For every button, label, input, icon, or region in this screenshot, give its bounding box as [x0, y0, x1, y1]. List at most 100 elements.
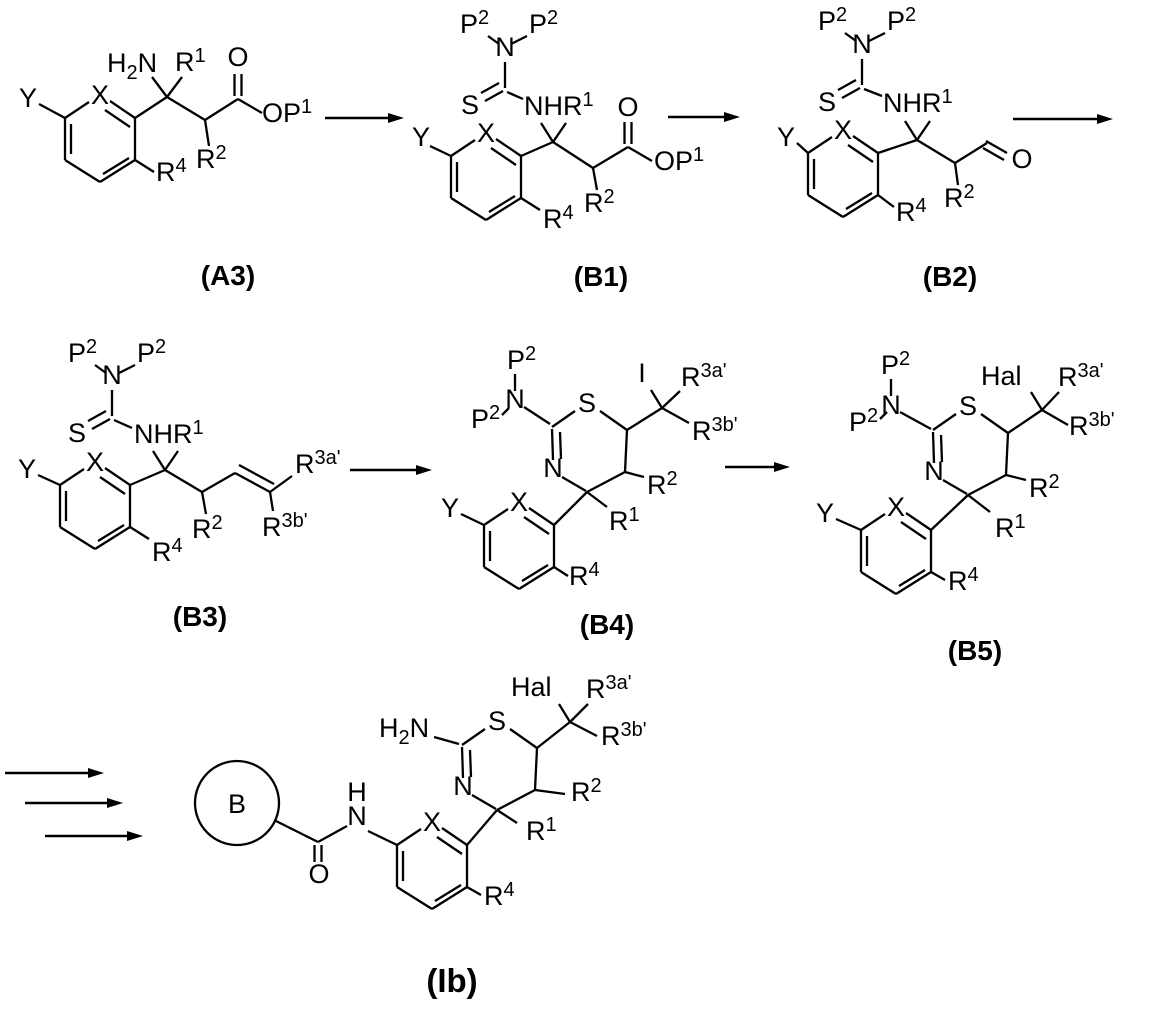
b2-aryl-ring: [806, 134, 880, 219]
a3-atom-h2n: H2N: [107, 48, 157, 84]
a3-aryl-ring: [63, 99, 137, 184]
b5-atom-y: Y: [816, 498, 834, 528]
compound-a3: Y X H2N R1 O OP1 R2 R4 (A3): [19, 42, 312, 291]
b3-aryl-ring: [58, 466, 132, 551]
b2-atom-nhr1: NHR1: [883, 86, 953, 118]
b3-atom-r2: R2: [192, 512, 223, 544]
b5-atom-n-ring: N: [924, 456, 944, 486]
b3-atom-x: X: [86, 447, 104, 477]
ib-atom-h: H: [347, 777, 367, 807]
b2-bonds: [796, 31, 1008, 208]
compound-b5: P2 P2 N S N Hal R3a' R3b' R2 R1 Y X R4 (…: [816, 348, 1115, 666]
b4-atom-r2: R2: [647, 468, 678, 500]
ib-atom-o: O: [308, 859, 329, 889]
ib-atom-r2: R2: [571, 775, 602, 807]
b4-atom-r3b: R3b': [692, 414, 738, 446]
ib-thiazine-ring: [460, 727, 539, 812]
b3-atom-r4: R4: [152, 535, 183, 567]
b5-atom-x: X: [887, 492, 905, 522]
b5-bonds: [835, 379, 1069, 581]
compound-b2: P2 P2 N S NHR1 Y X O R2 R4 (B2): [777, 4, 1033, 292]
b3-bonds: [37, 363, 293, 540]
b1-aryl-ring: [449, 137, 523, 222]
b3-atom-r3a: R3a': [295, 447, 341, 479]
b4-atom-s: S: [578, 388, 596, 418]
b1-atom-r4: R4: [543, 202, 574, 234]
b5-atom-s: S: [959, 391, 977, 421]
compound-b4: P2 P2 N S N I R3a' R3b' R2 R1 Y X R4 (B4…: [441, 343, 738, 640]
compound-b3: P2 P2 N S NHR1 Y X R3a' R3b' R2 R4 (B3): [18, 336, 341, 632]
ib-atom-s: S: [488, 706, 506, 736]
b5-atom-hal: Hal: [981, 361, 1022, 391]
b4-atom-r4: R4: [569, 559, 600, 591]
b4-atom-r1: R1: [609, 504, 640, 536]
b4-atom-p2b: P2: [471, 402, 500, 434]
ib-bonds: [275, 703, 598, 896]
a3-atom-o: O: [227, 42, 248, 72]
b1-atom-n: N: [495, 32, 515, 62]
b4-atom-y: Y: [441, 493, 459, 523]
compound-ib: B O H N H2N S N Hal R3a' R3b' R2 R1 X R4…: [193, 672, 647, 999]
b4-atom-i: I: [638, 358, 646, 388]
b3-atom-y: Y: [18, 454, 36, 484]
compound-b1: P2 P2 N S NHR1 Y X O OP1 R2 R4 (B1): [412, 7, 704, 292]
a3-atom-y: Y: [19, 83, 37, 113]
b1-atom-p2a: P2: [460, 7, 489, 39]
b5-atom-r3b: R3b': [1069, 409, 1115, 441]
a3-atom-x: X: [91, 80, 109, 110]
b1-atom-s: S: [461, 90, 479, 120]
a3-atom-r1: R1: [175, 45, 206, 77]
ib-atom-r4: R4: [484, 879, 515, 911]
b5-aryl-ring: [859, 511, 933, 596]
b5-atom-r1: R1: [995, 511, 1026, 543]
b4-atom-n-ring: N: [543, 453, 563, 483]
b3-atom-p2b: P2: [137, 336, 166, 368]
b1-atom-o: O: [617, 92, 638, 122]
b3-atom-r3b: R3b': [262, 510, 308, 542]
a3-atom-op1: OP1: [262, 96, 312, 128]
b3-atom-s: S: [68, 418, 86, 448]
b4-atom-x: X: [510, 487, 528, 517]
b2-atom-n: N: [852, 29, 872, 59]
b2-atom-o: O: [1011, 144, 1032, 174]
compound-caption-b5: (B5): [948, 635, 1002, 666]
b4-thiazine-ring: [550, 409, 629, 494]
b5-atom-n-amine: N: [881, 390, 901, 420]
ib-atom-n-ring: N: [453, 771, 473, 801]
ib-atom-n-amide: N: [347, 801, 367, 831]
b1-bonds: [429, 34, 653, 211]
compound-caption-b4: (B4): [580, 609, 634, 640]
ib-atom-b: B: [228, 789, 246, 819]
b4-aryl-ring: [482, 506, 556, 591]
b1-atom-op1: OP1: [654, 144, 704, 176]
compound-caption-b2: (B2): [923, 261, 977, 292]
compound-caption-a3: (A3): [201, 260, 255, 291]
b5-thiazine-ring: [931, 412, 1010, 497]
compound-caption-b1: (B1): [574, 261, 628, 292]
a3-bonds: [38, 74, 263, 173]
b2-atom-x: X: [834, 115, 852, 145]
compound-caption-b3: (B3): [173, 601, 227, 632]
b1-atom-r2: R2: [584, 186, 615, 218]
ib-aryl-ring: [395, 826, 469, 911]
b3-atom-n: N: [102, 360, 122, 390]
b5-atom-r2: R2: [1029, 471, 1060, 503]
b2-atom-s: S: [818, 87, 836, 117]
b3-atom-p2a: P2: [68, 336, 97, 368]
b5-atom-p2b: P2: [849, 405, 878, 437]
b5-atom-r4: R4: [948, 564, 979, 596]
b2-atom-r2: R2: [944, 181, 975, 213]
a3-atom-r4: R4: [156, 155, 187, 187]
ib-atom-hal: Hal: [511, 672, 552, 702]
b4-atom-p2a: P2: [507, 343, 536, 375]
b4-atom-n-amine: N: [505, 384, 525, 414]
b5-atom-p2a: P2: [881, 348, 910, 380]
ib-atom-r3b: R3b': [601, 719, 647, 751]
b4-atom-r3a: R3a': [681, 360, 727, 392]
b1-atom-y: Y: [412, 122, 430, 152]
ib-b-group-circle: [193, 759, 281, 847]
b2-atom-p2a: P2: [818, 4, 847, 36]
b2-atom-p2b: P2: [887, 4, 916, 36]
